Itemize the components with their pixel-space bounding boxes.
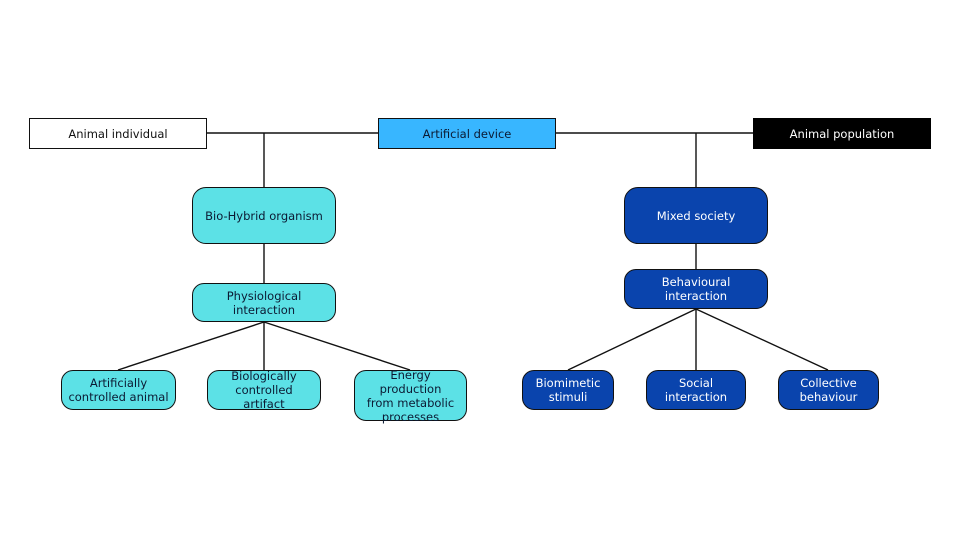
leaf-biomimetic-stimuli: Biomimetic stimuli [522,370,614,410]
node-animal-population-label: Animal population [789,126,895,141]
node-animal-individual: Animal individual [29,118,207,149]
left-fan-a [117,321,265,371]
node-animal-individual-label: Animal individual [68,126,168,141]
node-artificial-device-label: Artificial device [422,126,512,141]
leaf-collective-behaviour-label: Collective behaviour [799,376,858,404]
node-mixed-society: Mixed society [624,187,768,244]
leaf-artificially-controlled-animal-label: Artificially controlled animal [68,376,169,404]
left-fan-c [263,321,411,371]
leaf-artificially-controlled-animal: Artificially controlled animal [61,370,176,410]
leaf-biomimetic-stimuli-label: Biomimetic stimuli [535,376,601,404]
node-physiological-interaction-label: Physiological interaction [226,288,302,317]
node-behavioural-interaction-label: Behavioural interaction [661,275,731,303]
leaf-energy-production-label: Energy production from metabolic process… [366,367,455,424]
node-bio-hybrid-organism: Bio-Hybrid organism [192,187,336,244]
node-behavioural-interaction: Behavioural interaction [624,269,768,309]
node-artificial-device: Artificial device [378,118,556,149]
right-fan-a [567,308,697,371]
right-fan-c [695,308,829,371]
node-bio-hybrid-organism-label: Bio-Hybrid organism [205,208,323,223]
leaf-collective-behaviour: Collective behaviour [778,370,879,410]
node-animal-population: Animal population [753,118,931,149]
node-physiological-interaction: Physiological interaction [192,283,336,322]
leaf-energy-production: Energy production from metabolic process… [354,367,467,424]
node-mixed-society-label: Mixed society [656,208,736,223]
leaf-biologically-controlled-artifact-label: Biologically controlled artifact [231,369,297,411]
leaf-social-interaction-label: Social interaction [664,376,728,404]
leaf-biologically-controlled-artifact: Biologically controlled artifact [207,369,321,411]
leaf-social-interaction: Social interaction [646,370,746,410]
